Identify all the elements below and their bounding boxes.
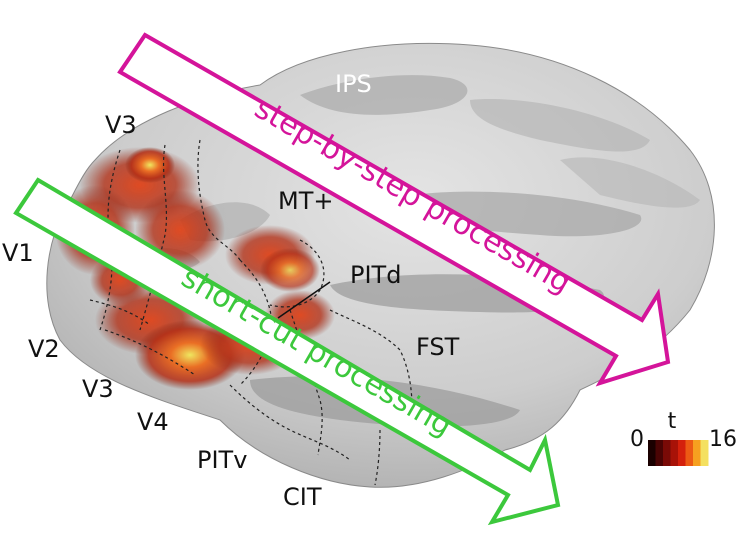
label-v3-top: V3: [105, 111, 137, 139]
label-pitd: PITd: [350, 261, 401, 289]
label-cit: CIT: [283, 483, 322, 511]
label-ips: IPS: [335, 70, 372, 98]
colorbar-cell: [648, 440, 656, 466]
label-mt-plus: MT+: [278, 187, 333, 215]
pit-divider-line: [277, 281, 331, 319]
label-v3-bottom: V3: [82, 375, 114, 403]
label-pitv: PITv: [197, 446, 247, 474]
colorbar-min: 0: [630, 427, 644, 452]
colorbar-cell: [685, 440, 694, 466]
label-v4: V4: [137, 408, 169, 436]
colorbar-cell: [670, 440, 679, 466]
label-v1: V1: [2, 239, 34, 267]
label-v2: V2: [28, 335, 60, 363]
colorbar-label: t: [668, 409, 677, 434]
colorbar-cell: [655, 440, 664, 466]
label-fst: FST: [416, 333, 460, 361]
colorbar: t 0 16: [630, 409, 737, 466]
colorbar-cells: [648, 440, 709, 466]
colorbar-cell: [678, 440, 686, 466]
colorbar-cell: [693, 440, 701, 466]
colorbar-cell: [700, 440, 709, 466]
short-cut-arrow-shape: [13, 177, 561, 526]
step-by-step-arrow-shape: [117, 32, 671, 387]
colorbar-cell: [663, 440, 671, 466]
region-labels: IPS V3 MT+ V1 PITd FST V2 V3 V4 PITv CIT: [2, 70, 460, 511]
colorbar-max: 16: [709, 427, 737, 452]
